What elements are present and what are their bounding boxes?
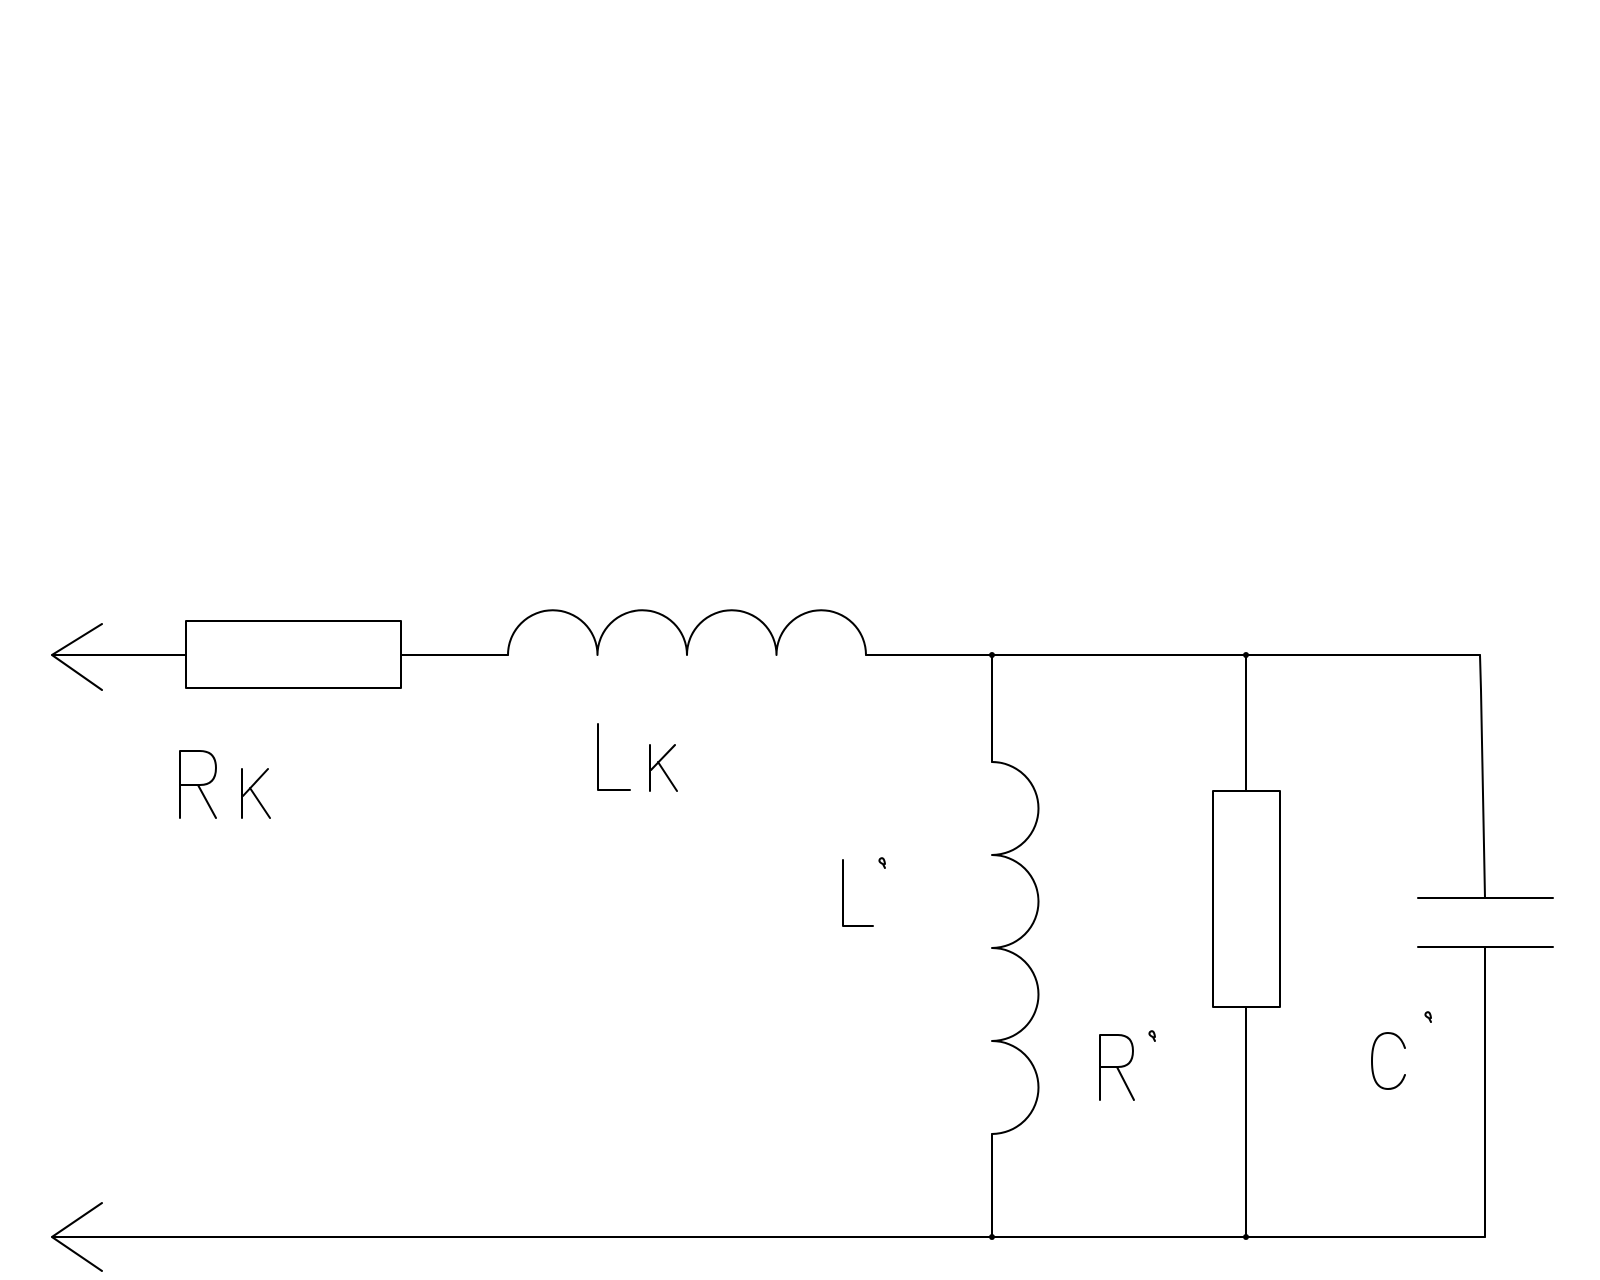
junction-dot [989, 1234, 995, 1240]
top-terminal-arrow [51, 623, 103, 691]
svg-text:RK: RK [0, 0, 23, 4]
capacitor-c-prime-branch [1417, 654, 1554, 1238]
resistor-r-prime-branch [1212, 654, 1281, 1238]
label-lk [597, 723, 678, 792]
inductor-lk [507, 609, 867, 656]
junction-dots [989, 652, 1249, 1240]
junction-dot [989, 652, 995, 658]
label-rk: RK [0, 0, 271, 819]
label-r-prime [1099, 1030, 1156, 1101]
inductor-l-prime-branch [991, 654, 1040, 1238]
label-l-prime [842, 857, 886, 927]
junction-dot [1243, 1234, 1249, 1240]
label-c-prime [1371, 1011, 1432, 1090]
junction-dot [1243, 652, 1249, 658]
resistor-rk [185, 620, 402, 689]
